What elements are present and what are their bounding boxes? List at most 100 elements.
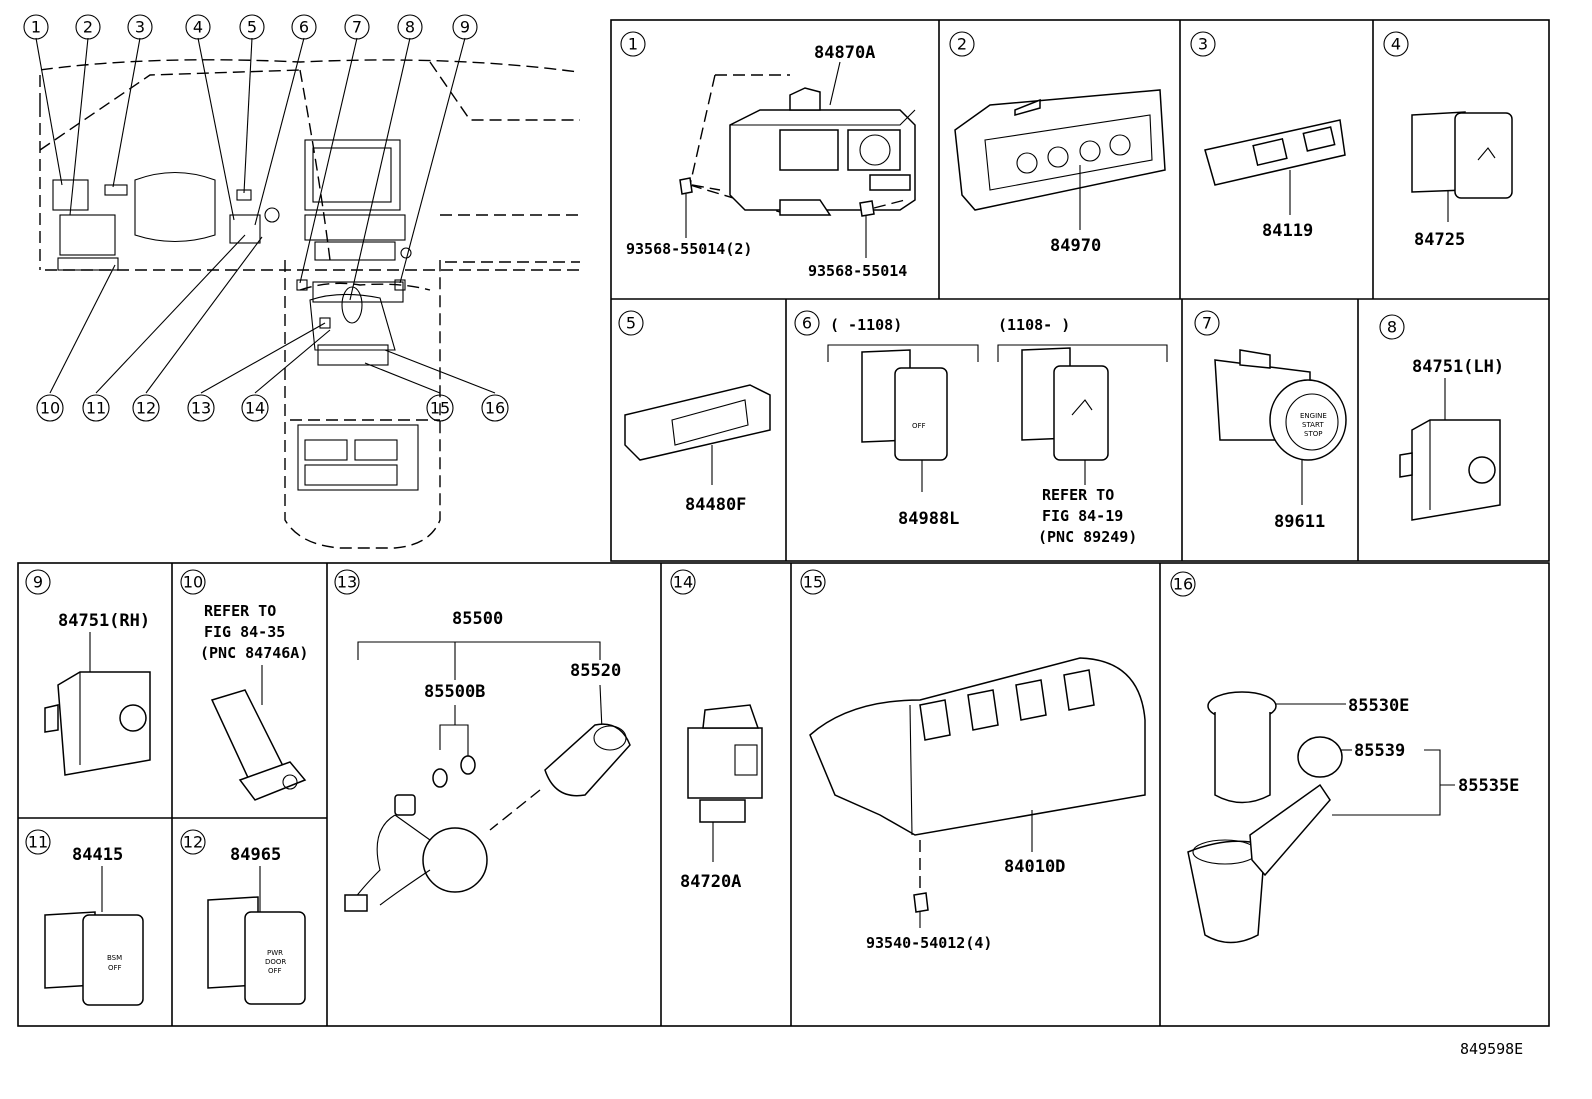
svg-text:6: 6 xyxy=(299,18,309,37)
svg-text:7: 7 xyxy=(1202,314,1212,333)
svg-text:2: 2 xyxy=(83,18,93,37)
svg-text:STOP: STOP xyxy=(1304,430,1322,438)
part-84965: 84965 xyxy=(230,845,281,865)
svg-text:10: 10 xyxy=(40,399,60,418)
svg-text:5: 5 xyxy=(626,314,636,333)
panel-13: 13 85500 85500B 85520 xyxy=(334,569,631,912)
dashboard-overview: 1 2 3 4 5 6 7 8 9 10 11 12 13 14 15 16 xyxy=(23,14,580,549)
callout-7: 7 xyxy=(344,14,370,40)
svg-text:4: 4 xyxy=(193,18,203,37)
top-grid xyxy=(610,19,1550,562)
part-85500: 85500 xyxy=(452,609,503,629)
svg-text:START: START xyxy=(1302,421,1324,429)
refer-line-3: (PNC 89249) xyxy=(1038,528,1137,546)
part-89611: 89611 xyxy=(1274,512,1325,532)
svg-text:OFF: OFF xyxy=(108,964,122,972)
panel-10: 10 REFER TO FIG 84-35 (PNC 84746A) xyxy=(180,569,308,801)
callout-12: 12 xyxy=(132,394,160,422)
range-before-1108: ( -1108) xyxy=(830,316,902,334)
svg-text:12: 12 xyxy=(183,833,203,852)
callout-9: 9 xyxy=(452,14,478,40)
refer-10-line-2: FIG 84-35 xyxy=(204,623,285,641)
panel-12: 12 84965 PWR DOOR OFF xyxy=(180,829,306,1005)
svg-text:3: 3 xyxy=(135,18,145,37)
part-84480F: 84480F xyxy=(685,495,746,515)
part-85520: 85520 xyxy=(570,661,621,681)
panel-1: 1 84870A 93568-55014(2) 93568-55014 xyxy=(620,31,916,280)
svg-text:7: 7 xyxy=(352,18,362,37)
diagram-id: 849598E xyxy=(1460,1040,1523,1058)
svg-text:3: 3 xyxy=(1198,35,1208,54)
callout-1: 1 xyxy=(23,14,49,40)
part-84970: 84970 xyxy=(1050,236,1101,256)
panel-16: 16 85530E 85539 85535E xyxy=(1170,571,1519,944)
svg-text:16: 16 xyxy=(1173,575,1193,594)
panel-11: 11 84415 BSM OFF xyxy=(25,829,144,1006)
part-85535E: 85535E xyxy=(1458,776,1519,796)
callout-13: 13 xyxy=(187,394,215,422)
svg-text:1: 1 xyxy=(31,18,41,37)
svg-text:16: 16 xyxy=(485,399,505,418)
callout-4: 4 xyxy=(185,14,211,40)
svg-text:1: 1 xyxy=(628,35,638,54)
svg-text:PWR: PWR xyxy=(267,949,283,957)
svg-text:15: 15 xyxy=(430,399,450,418)
callout-8: 8 xyxy=(397,14,423,40)
refer-line-1: REFER TO xyxy=(1042,486,1114,504)
part-93568-55014-2: 93568-55014(2) xyxy=(626,240,752,258)
part-85500B: 85500B xyxy=(424,682,485,702)
svg-text:8: 8 xyxy=(405,18,415,37)
part-84751-RH: 84751(RH) xyxy=(58,611,150,631)
svg-text:BSM: BSM xyxy=(107,954,122,962)
svg-text:15: 15 xyxy=(803,573,823,592)
callout-11: 11 xyxy=(82,394,110,422)
svg-text:9: 9 xyxy=(460,18,470,37)
panel-14: 14 84720A xyxy=(670,569,763,892)
panel-7: 7 ENGINE START STOP 89611 xyxy=(1194,310,1347,532)
svg-text:OFF: OFF xyxy=(268,967,282,975)
bottom-grid xyxy=(17,562,1550,1027)
svg-text:OFF: OFF xyxy=(912,422,926,430)
part-84415: 84415 xyxy=(72,845,123,865)
svg-text:5: 5 xyxy=(247,18,257,37)
svg-text:10: 10 xyxy=(183,573,203,592)
panel-2: 2 84970 xyxy=(949,31,1166,256)
part-85539: 85539 xyxy=(1354,741,1405,761)
svg-text:8: 8 xyxy=(1387,318,1397,337)
part-93568-55014: 93568-55014 xyxy=(808,262,907,280)
callout-14: 14 xyxy=(241,394,269,422)
panel-5: 5 84480F xyxy=(618,310,771,515)
svg-text:DOOR: DOOR xyxy=(265,958,286,966)
callout-10: 10 xyxy=(36,394,64,422)
panel-9: 9 84751(RH) xyxy=(25,569,151,776)
svg-text:13: 13 xyxy=(191,399,211,418)
svg-text:14: 14 xyxy=(673,573,693,592)
part-84119: 84119 xyxy=(1262,221,1313,241)
callout-5: 5 xyxy=(239,14,265,40)
panel-3: 3 84119 xyxy=(1190,31,1346,241)
svg-text:13: 13 xyxy=(337,573,357,592)
svg-text:14: 14 xyxy=(245,399,265,418)
part-93540-54012-4: 93540-54012(4) xyxy=(866,934,992,952)
part-85530E: 85530E xyxy=(1348,696,1409,716)
svg-text:6: 6 xyxy=(802,314,812,333)
callout-16: 16 xyxy=(481,394,509,422)
callout-2: 2 xyxy=(75,14,101,40)
svg-text:9: 9 xyxy=(33,573,43,592)
part-84751-LH: 84751(LH) xyxy=(1412,357,1504,377)
panel-6: 6 ( -1108) (1108- ) OFF 84988L REFER TO … xyxy=(794,310,1168,546)
callout-6: 6 xyxy=(291,14,317,40)
panel-15: 15 84010D 93540-54012(4) xyxy=(800,569,1146,952)
part-84725: 84725 xyxy=(1414,230,1465,250)
refer-line-2: FIG 84-19 xyxy=(1042,507,1123,525)
refer-10-line-1: REFER TO xyxy=(204,602,276,620)
refer-10-line-3: (PNC 84746A) xyxy=(200,644,308,662)
range-after-1108: (1108- ) xyxy=(998,316,1070,334)
part-84988L: 84988L xyxy=(898,509,959,529)
panel-8: 8 84751(LH) xyxy=(1379,314,1504,521)
svg-text:2: 2 xyxy=(957,35,967,54)
svg-text:ENGINE: ENGINE xyxy=(1300,412,1327,420)
svg-text:12: 12 xyxy=(136,399,156,418)
svg-text:11: 11 xyxy=(28,833,48,852)
